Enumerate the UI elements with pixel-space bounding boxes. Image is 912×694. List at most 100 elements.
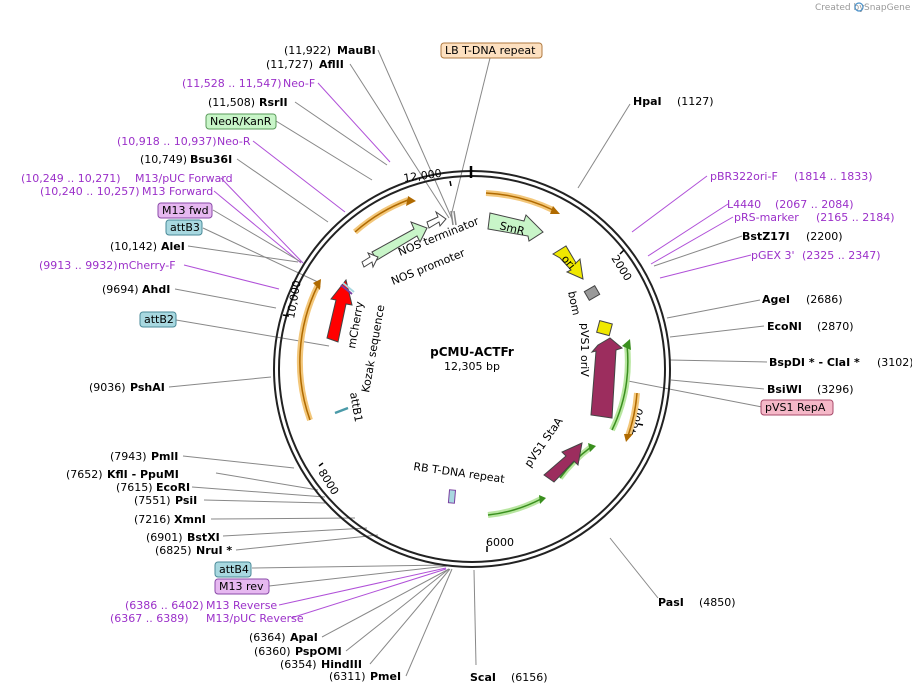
prs-marker-name[interactable]: pRS-marker — [734, 211, 799, 224]
ecori-name[interactable]: EcoRI — [156, 481, 190, 494]
psii-name[interactable]: PsiI — [175, 494, 197, 507]
credit-brand: SnapGene — [864, 3, 911, 13]
leader-xmni — [210, 517, 356, 520]
bom-box — [583, 284, 601, 302]
leader-attb4 — [251, 564, 448, 569]
leader-m13puc-reverse — [290, 568, 447, 619]
smr-label: SmR — [498, 219, 526, 238]
hindiii-name[interactable]: HindIII — [321, 658, 362, 671]
attb3-box[interactable] — [165, 219, 203, 236]
neor-kanr-label: NeoR/KanR — [210, 115, 272, 128]
oriv-green-arrowhead — [622, 339, 631, 350]
lb-tdna-box[interactable] — [440, 42, 543, 59]
aflii-name[interactable]: AflII — [319, 58, 344, 71]
aflii-pos: (11,727) — [266, 58, 313, 71]
pvs1-repa-label: pVS1 RepA — [765, 401, 826, 414]
kfli-name[interactable]: KflI - PpuMI — [107, 468, 179, 481]
m13-fwd-name[interactable]: M13 Forward — [142, 185, 213, 198]
nrui-name[interactable]: NruI * — [196, 544, 232, 557]
pvs1-staa-arrow — [543, 442, 583, 483]
plasmid-name: pCMU-ACTFr — [430, 345, 514, 359]
neor-arrow — [371, 221, 428, 261]
plasmid-size: 12,305 bp — [444, 360, 500, 373]
leader-l4440 — [647, 203, 729, 257]
bspdi-clai-name[interactable]: BspDI * - ClaI * — [769, 356, 860, 369]
leader-pgex3 — [659, 254, 752, 279]
smr-orange-arc — [485, 190, 555, 213]
rb-tdna-mark — [447, 489, 457, 504]
econi-pos: (2870) — [817, 320, 854, 333]
m13-fwd-pos: (10,240 .. 10,257) — [40, 185, 140, 198]
hindiii-pos: (6354) — [280, 658, 317, 671]
leader-bspdi — [669, 359, 768, 363]
neo-f-name[interactable]: Neo-F — [283, 77, 315, 90]
scai-name[interactable]: ScaI — [470, 671, 496, 684]
m13puc-fwd-name[interactable]: M13/pUC Forward — [135, 172, 233, 185]
tick-6000: 6000 — [486, 536, 514, 549]
staa-green-arrowhead — [588, 443, 596, 452]
maubi-name[interactable]: MauBI — [337, 44, 376, 57]
attb1-label: attB1 — [347, 391, 365, 423]
hpai-name[interactable]: HpaI — [633, 95, 662, 108]
leader-bsiwi — [670, 379, 765, 390]
leader-mcherry-f — [183, 264, 280, 290]
neo-r-name[interactable]: Neo-R — [217, 135, 251, 148]
econi-name[interactable]: EcoNI — [767, 320, 802, 333]
pspomi-name[interactable]: PspOMI — [295, 645, 342, 658]
leader-hindiii — [369, 568, 451, 665]
attb2-box[interactable] — [139, 311, 177, 328]
apai-name[interactable]: ApaI — [290, 631, 318, 644]
pshai-name[interactable]: PshAI — [130, 381, 165, 394]
bstz17i-name[interactable]: BstZ17I — [742, 230, 790, 243]
pvs1-repa-box[interactable] — [760, 399, 834, 416]
apai-pos: (6364) — [249, 631, 286, 644]
pbr322ori-f-name[interactable]: pBR322ori-F — [710, 170, 778, 183]
m13-reverse-pos: (6386 .. 6402) — [125, 599, 204, 612]
pasi-name[interactable]: PasI — [658, 596, 684, 609]
pmli-name[interactable]: PmlI — [151, 450, 178, 463]
pgex3-name[interactable]: pGEX 3' — [751, 249, 795, 262]
attb4-label: attB4 — [219, 563, 249, 576]
maubi-pos: (11,922) — [284, 44, 331, 57]
leader-maubi — [377, 49, 453, 220]
pvs1-repa-arrow — [590, 337, 624, 419]
m13puc-fwd-pos: (10,249 .. 10,271) — [21, 172, 121, 185]
leader-ecori — [191, 486, 326, 498]
bsu36i-name[interactable]: Bsu36I — [190, 153, 232, 166]
pmei-pos: (6311) — [329, 670, 366, 683]
ahdi-name[interactable]: AhdI — [142, 283, 170, 296]
bstxi-name[interactable]: BstXI — [187, 531, 220, 544]
hpai-pos: (1127) — [677, 95, 714, 108]
leader-pmli — [182, 455, 295, 469]
l4440-name[interactable]: L4440 — [727, 198, 761, 211]
leader-neo-f — [317, 82, 391, 163]
leader-agei — [666, 299, 761, 319]
m13-rev-box-label: M13 rev — [219, 580, 264, 593]
xmni-name[interactable]: XmnI — [174, 513, 206, 526]
attb2-label: attB2 — [144, 313, 174, 326]
leader-kfli — [215, 472, 319, 491]
m13-fwd-box[interactable] — [157, 202, 213, 219]
attb4-box[interactable] — [214, 561, 252, 578]
neor-kanr-box[interactable] — [205, 113, 277, 130]
pbr322ori-f-pos: (1814 .. 1833) — [794, 170, 873, 183]
m13-reverse-name[interactable]: M13 Reverse — [206, 599, 277, 612]
bsu36i-pos: (10,749) — [140, 153, 187, 166]
m13puc-reverse-name[interactable]: M13/pUC Reverse — [206, 612, 304, 625]
m13-rev-box[interactable] — [214, 578, 270, 595]
pmli-pos: (7943) — [110, 450, 147, 463]
rsrii-pos: (11,508) — [208, 96, 255, 109]
bsiwi-name[interactable]: BsiWI — [767, 383, 802, 396]
leader-m13rev-box — [268, 565, 448, 587]
tick-marks — [282, 180, 644, 552]
mcherry-f-name[interactable]: mCherry-F — [118, 259, 176, 272]
rsrii-name[interactable]: RsrII — [259, 96, 288, 109]
pmei-name[interactable]: PmeI — [370, 670, 401, 683]
scai-pos: (6156) — [511, 671, 548, 684]
agei-name[interactable]: AgeI — [762, 293, 790, 306]
nrui-pos: (6825) — [155, 544, 192, 557]
alei-name[interactable]: AleI — [161, 240, 185, 253]
repa-orange-arrowhead — [624, 434, 633, 442]
smr-orange-arrowhead — [550, 206, 560, 214]
